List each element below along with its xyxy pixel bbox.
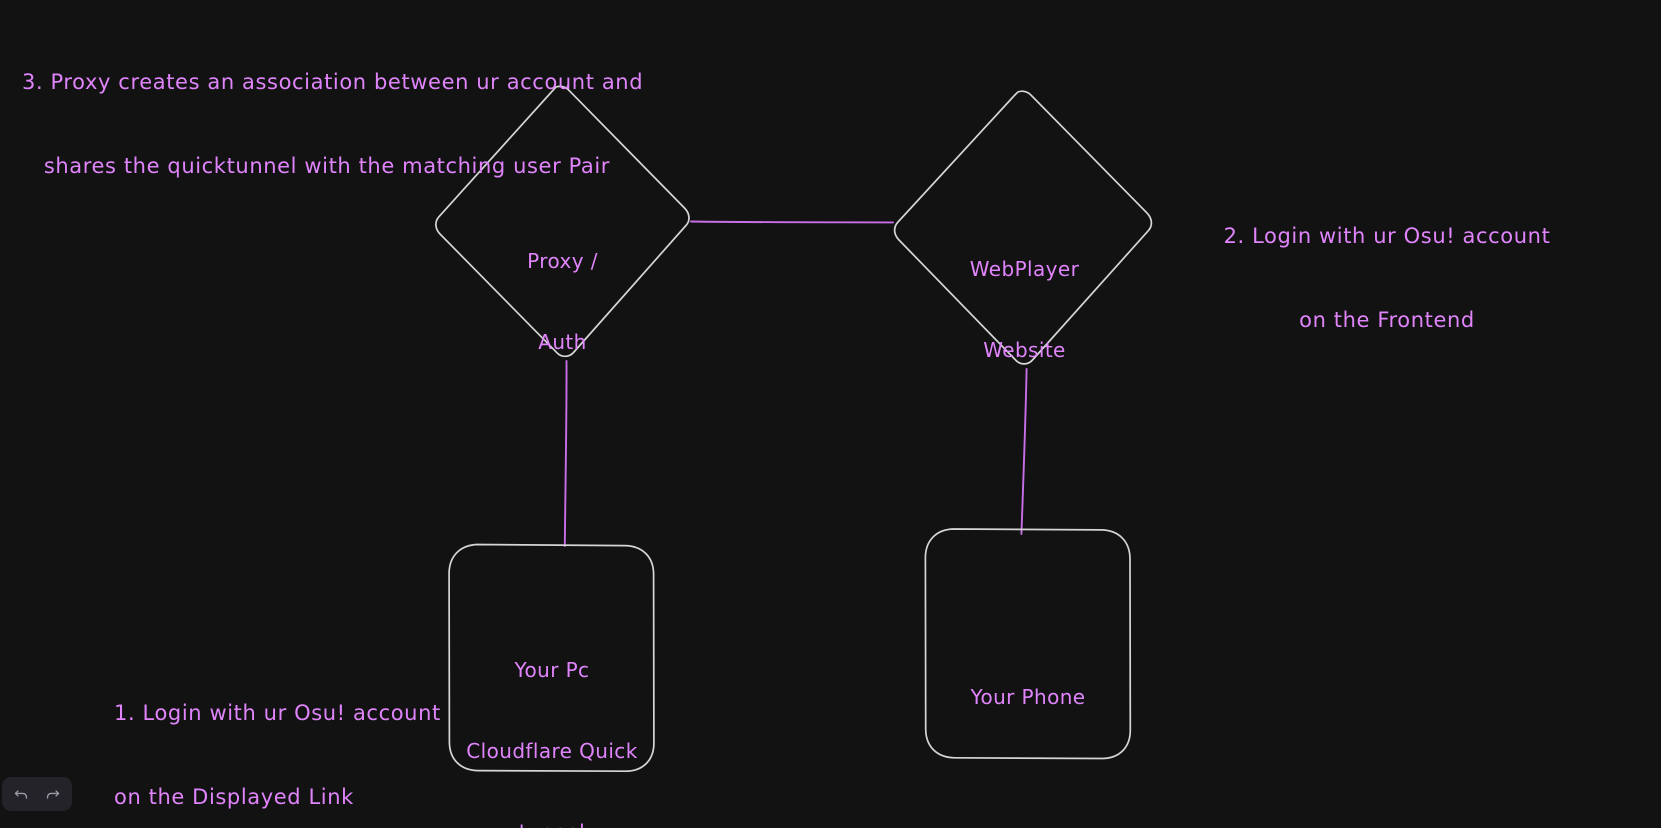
undo-button[interactable] [8, 781, 36, 807]
redo-button[interactable] [39, 781, 67, 807]
shape-diamond-webplayer-website[interactable] [893, 90, 1153, 365]
undo-arrow-icon [13, 786, 30, 803]
shapes-layer [435, 85, 1153, 773]
connectors-layer [563, 220, 1028, 547]
connector-proxy-to-webplayer[interactable] [690, 220, 894, 224]
connector-webplayer-to-phone[interactable] [1020, 368, 1028, 535]
shape-rect-your-phone[interactable] [924, 528, 1132, 760]
redo-arrow-icon [44, 786, 61, 803]
shape-rect-your-pc[interactable] [448, 543, 655, 773]
history-toolbar[interactable] [2, 777, 72, 811]
connector-proxy-to-pc[interactable] [563, 360, 568, 547]
shape-diamond-proxy-auth[interactable] [435, 85, 690, 358]
